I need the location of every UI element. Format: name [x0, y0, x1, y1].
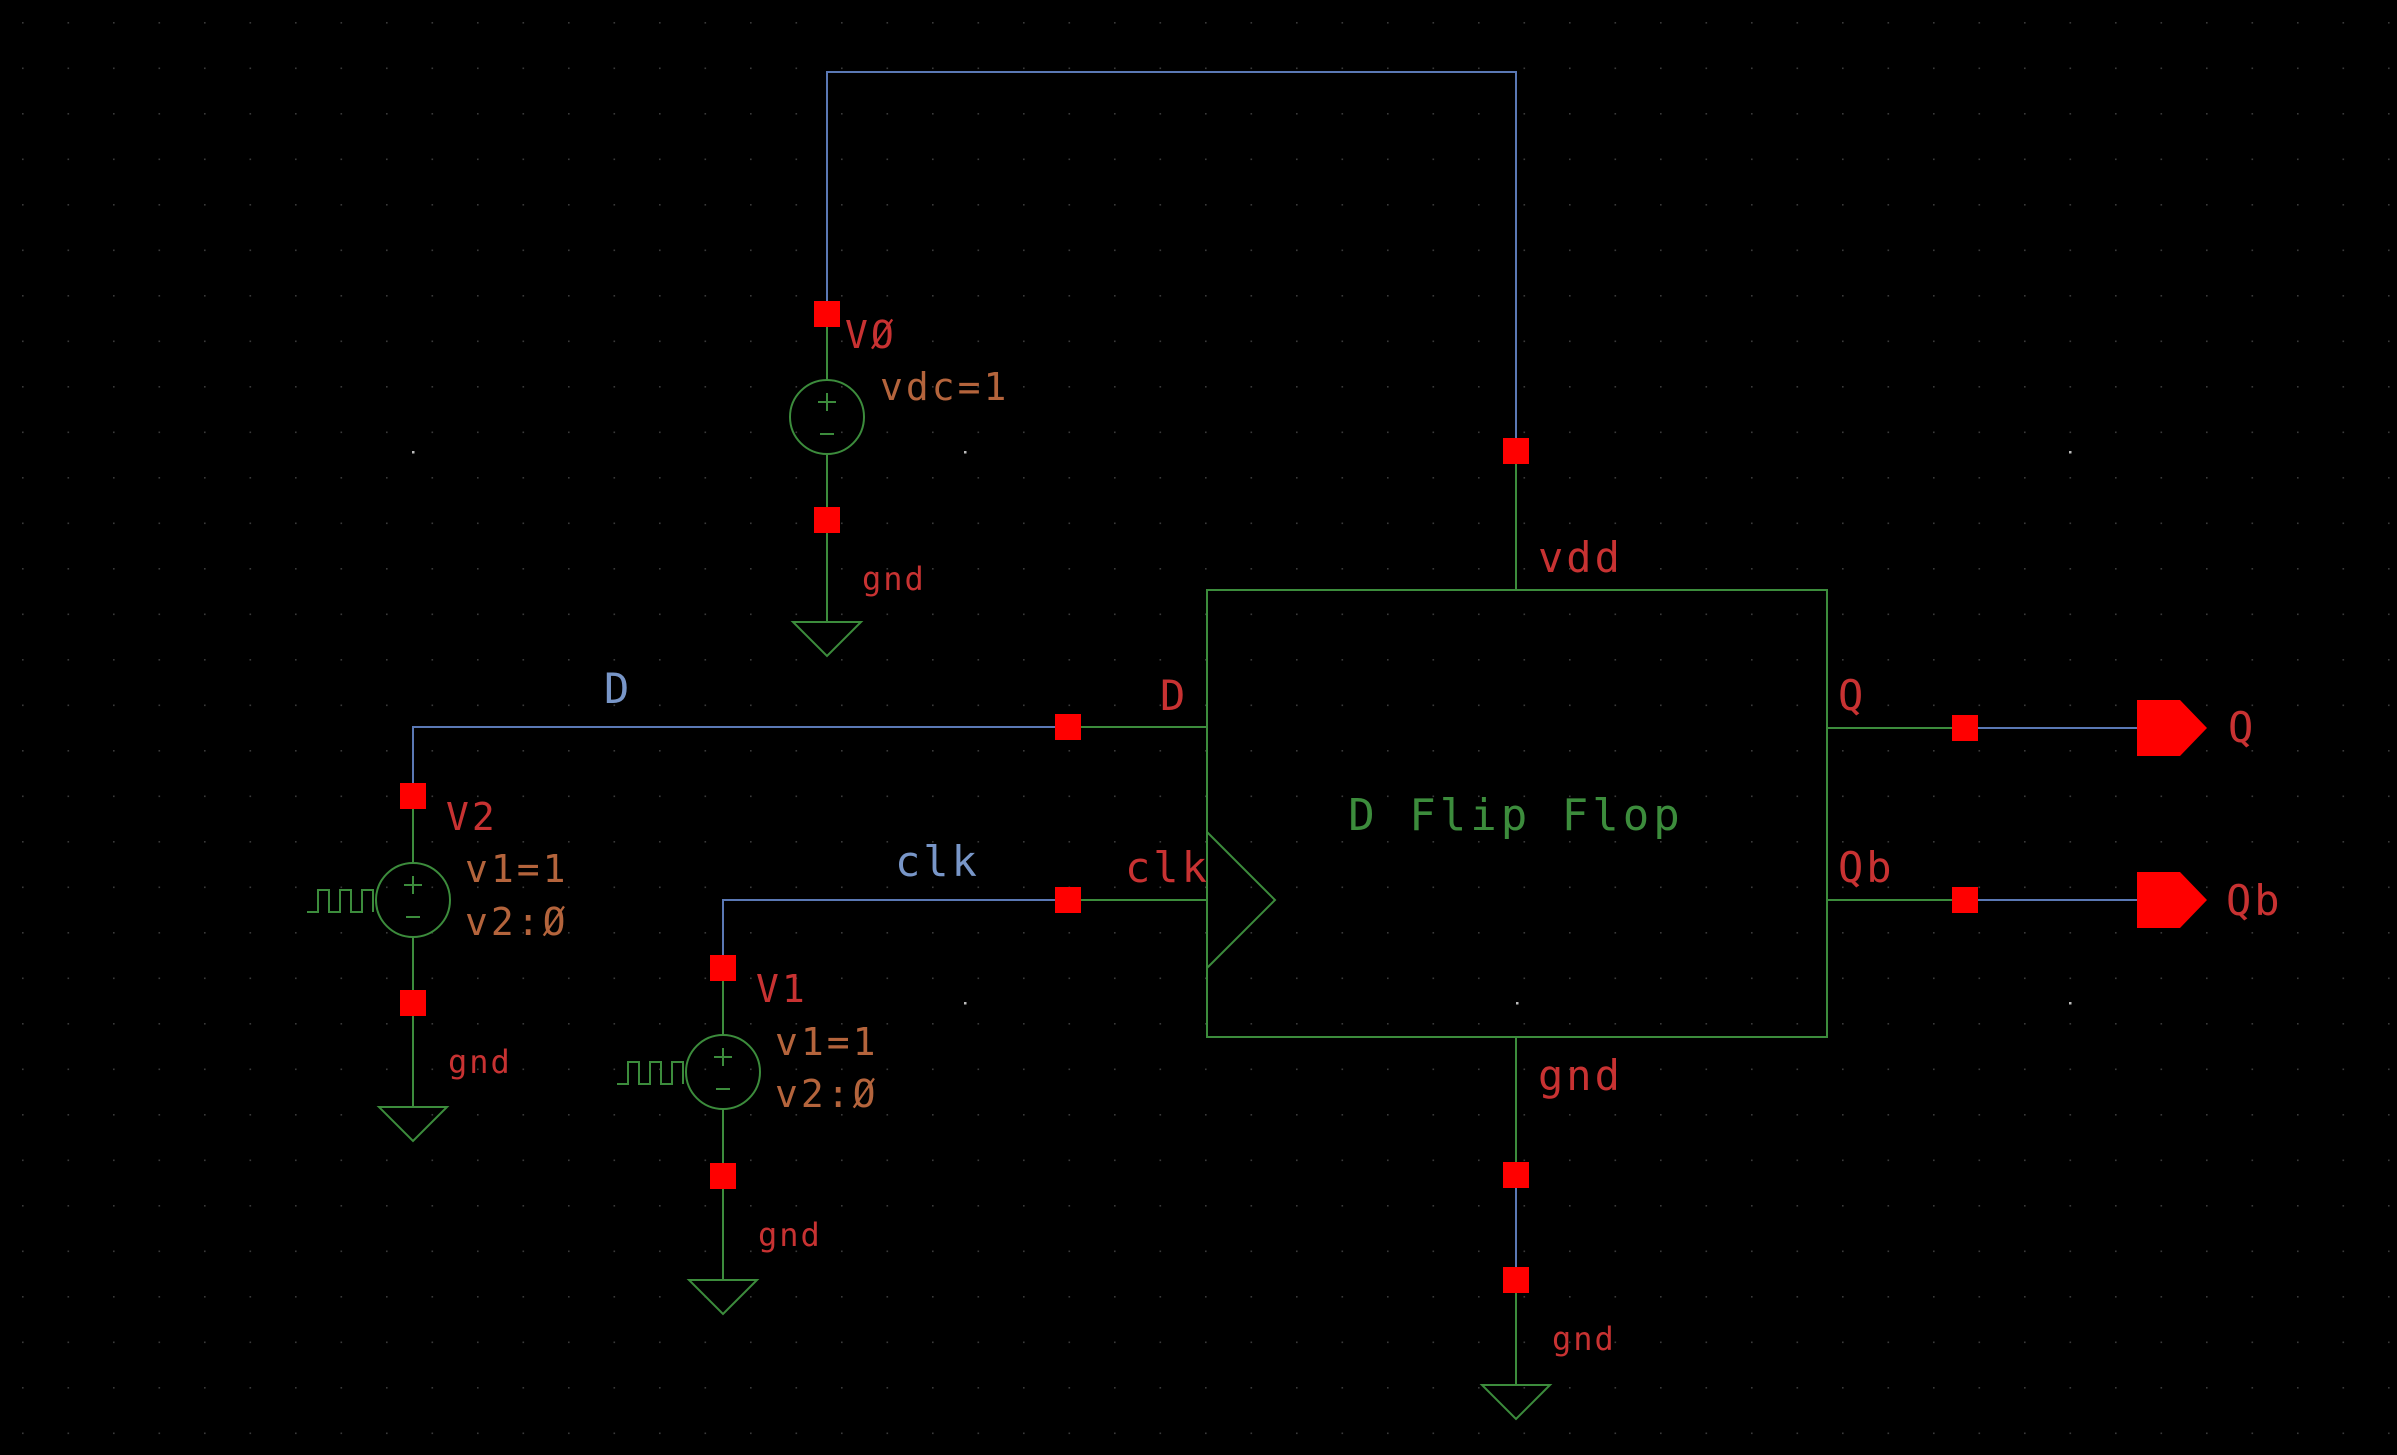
pin-v2-plus[interactable]: [400, 783, 426, 809]
v0-ground-symbol: [790, 621, 864, 658]
wire-clk-net[interactable]: [722, 899, 1068, 968]
v0-param-vdc: vdc=1: [880, 365, 1009, 409]
v0-instance-name: VØ: [845, 313, 897, 357]
v2-param-v2: v2:Ø: [465, 900, 569, 944]
v1-param-v2: v2:Ø: [775, 1072, 879, 1116]
v2-param-v1: v1=1: [465, 847, 569, 891]
wire-vdd-net[interactable]: [826, 71, 1517, 451]
pin-ff-qb[interactable]: [1952, 887, 1978, 913]
ff-gnd-label: gnd: [1552, 1320, 1616, 1358]
ff-pin-label-d: D: [1160, 671, 1185, 720]
v2-ground-symbol: [376, 1106, 450, 1143]
labels: D Flip Flop vdd gnd D clk Q Qb D clk VØ …: [446, 313, 2283, 1358]
flipflop-clock-triangle: [1206, 831, 1277, 969]
output-pin-q-icon[interactable]: [2137, 700, 2207, 756]
ff-pin-label-qb: Qb: [1838, 843, 1895, 892]
v1-pulse-icon: [617, 1061, 684, 1085]
pin-ff-clk[interactable]: [1055, 887, 1081, 913]
pin-ff-vdd[interactable]: [1503, 438, 1529, 464]
source-polarity-marks: [404, 393, 836, 1090]
output-label-q: Q: [2228, 703, 2253, 752]
pin-ff-d[interactable]: [1055, 714, 1081, 740]
ff-pin-label-gnd: gnd: [1538, 1051, 1623, 1100]
v2-instance-name: V2: [446, 795, 498, 839]
v2-gnd-label: gnd: [448, 1043, 512, 1081]
output-pin-qb-icon[interactable]: [2137, 872, 2207, 928]
flipflop-cell-name: D Flip Flop: [1348, 790, 1683, 841]
v1-ground-symbol: [686, 1279, 760, 1316]
ff-ground-symbol: [1479, 1384, 1553, 1421]
net-label-d: D: [604, 664, 629, 713]
wires: [412, 71, 2137, 1280]
ff-pin-label-vdd: vdd: [1538, 533, 1623, 582]
pin-ff-q[interactable]: [1952, 715, 1978, 741]
pin-v1-plus[interactable]: [710, 955, 736, 981]
net-label-clk: clk: [895, 837, 980, 886]
v2-pulse-icon: [307, 889, 374, 913]
ff-pin-label-q: Q: [1838, 671, 1863, 720]
pin-v0-plus[interactable]: [814, 301, 840, 327]
v1-instance-name: V1: [756, 967, 808, 1011]
pin-ff-gnd[interactable]: [1503, 1162, 1529, 1188]
pins: [400, 301, 2207, 1293]
pin-v0-minus[interactable]: [814, 507, 840, 533]
pin-v1-minus[interactable]: [710, 1163, 736, 1189]
v0-gnd-label: gnd: [862, 560, 926, 598]
v1-gnd-label: gnd: [758, 1216, 822, 1254]
v1-param-v1: v1=1: [775, 1020, 879, 1064]
pin-v2-minus[interactable]: [400, 990, 426, 1016]
output-label-qb: Qb: [2226, 876, 2283, 925]
pin-ff-gnd-sym[interactable]: [1503, 1267, 1529, 1293]
ff-pin-label-clk: clk: [1125, 843, 1210, 892]
wire-d-net[interactable]: [412, 726, 1068, 796]
